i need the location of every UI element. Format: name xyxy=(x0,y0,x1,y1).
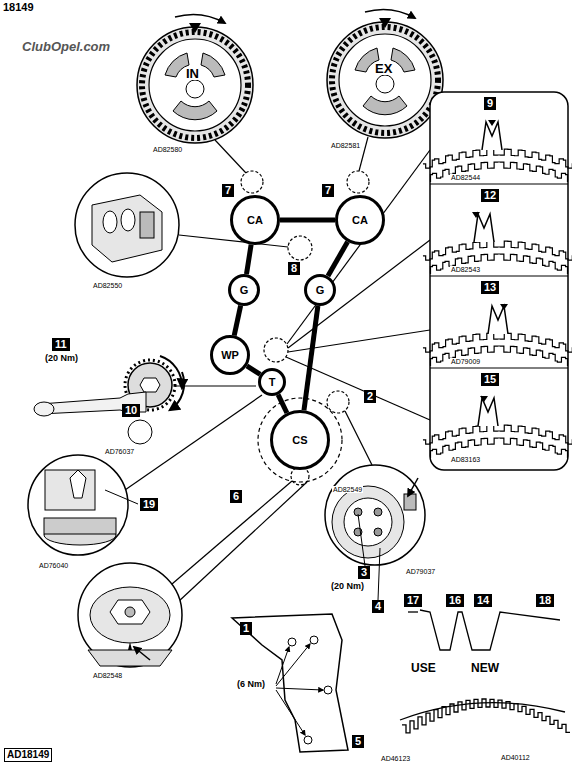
pointer-mark xyxy=(480,396,488,402)
figure-code: AD76040 xyxy=(38,562,69,569)
callout-number: 10 xyxy=(122,404,140,417)
callout-number: 7 xyxy=(222,184,234,197)
callout-number: 4 xyxy=(372,600,384,613)
tensioner-pointer xyxy=(482,122,502,150)
sprocket-marking: IN xyxy=(186,67,199,80)
callout-number: 3 xyxy=(358,566,370,579)
pulley-label: CA xyxy=(352,215,368,226)
callout-number: 16 xyxy=(446,594,464,607)
pulley-label: CS xyxy=(292,435,307,446)
tensioner-pointer xyxy=(478,398,498,426)
figure-code: AD82581 xyxy=(330,142,361,149)
pulley-label: WP xyxy=(221,350,239,361)
detail-panel xyxy=(430,92,568,470)
torque-value: (20 Nm) xyxy=(44,354,79,363)
figure-code: AD82543 xyxy=(450,266,481,273)
sprocket-teeth xyxy=(430,346,568,365)
tensioner-pointer-detail xyxy=(28,455,138,555)
pulley-label: T xyxy=(269,377,276,388)
pulley-circle: G xyxy=(304,274,336,306)
figure-code: AD82580 xyxy=(152,146,183,153)
figure-code: AD82549 xyxy=(332,486,363,493)
pulley-label: G xyxy=(240,285,249,296)
figure-code: AD82544 xyxy=(450,174,481,181)
pulley-label: G xyxy=(316,285,325,296)
figure-code: AD83163 xyxy=(450,456,481,463)
crank-pulley-detail xyxy=(325,465,425,600)
callout-number: 19 xyxy=(140,498,158,511)
timing-belt xyxy=(278,395,287,413)
pointer-mark xyxy=(472,212,480,218)
callout-number: 1 xyxy=(240,622,252,635)
belt-teeth xyxy=(423,149,572,168)
pointer-mark xyxy=(500,304,508,310)
callout-number: 17 xyxy=(404,594,422,607)
figure-code: AD82550 xyxy=(92,282,123,289)
figure-code: AD46123 xyxy=(380,755,411,762)
figure-number: 18149 xyxy=(3,2,34,13)
gauge-teeth xyxy=(402,699,570,733)
figure-code: AD79037 xyxy=(405,568,436,575)
callout-number: 18 xyxy=(536,594,554,607)
callout-number: 15 xyxy=(481,373,499,386)
tensioner-pointer xyxy=(488,306,508,334)
pulley-circle: T xyxy=(258,368,286,396)
gauge-marking: USE xyxy=(410,662,437,674)
watermark: ClubOpel.com xyxy=(22,40,110,53)
tensioner-wrench-detail xyxy=(34,356,184,444)
timing-belt xyxy=(247,366,260,375)
timing-belt xyxy=(328,242,348,276)
pulley-circle: CA xyxy=(335,195,385,245)
belt-teeth xyxy=(423,425,572,444)
callout-number: 13 xyxy=(481,281,499,294)
gauge-marking: NEW xyxy=(470,662,500,674)
pulley-label: CA xyxy=(247,215,263,226)
panel-dividers xyxy=(430,184,568,368)
figure-code: AD76037 xyxy=(104,448,135,455)
callout-number: 11 xyxy=(52,338,70,351)
pulley-circle: WP xyxy=(210,335,250,375)
figure-code: AD82548 xyxy=(92,672,123,679)
callout-number: 2 xyxy=(364,390,376,403)
belt-teeth xyxy=(423,333,572,352)
callout-number: 7 xyxy=(322,184,334,197)
tensioner-pointer-views xyxy=(423,120,572,457)
sprocket-teeth xyxy=(430,254,568,273)
timing-cover xyxy=(232,614,348,752)
callout-number: 14 xyxy=(474,594,492,607)
exhaust-sprocket xyxy=(327,10,443,138)
crankshaft-mark-detail xyxy=(78,563,182,667)
tensioner-pointer xyxy=(474,214,494,242)
sprocket-marking: EX xyxy=(375,62,392,75)
figure-code: AD40112 xyxy=(500,754,531,761)
figure-code: AD18149 xyxy=(4,748,52,762)
timing-belt xyxy=(280,218,335,223)
belt-wear-gauge xyxy=(400,610,570,733)
timing-belt xyxy=(246,245,251,274)
pulley-circle: G xyxy=(228,274,260,306)
sprocket-teeth xyxy=(430,162,568,181)
pulley-circle: CA xyxy=(230,195,280,245)
bracket-detail xyxy=(75,173,179,277)
pulley-circle: CS xyxy=(270,410,330,470)
belt-teeth xyxy=(423,241,572,260)
callout-number: 9 xyxy=(484,97,496,110)
pointer-mark xyxy=(488,120,496,126)
figure-code: AD79009 xyxy=(450,358,481,365)
timing-belt xyxy=(234,306,240,336)
intake-sprocket xyxy=(137,15,253,143)
callout-number: 12 xyxy=(481,189,499,202)
torque-value: (20 Nm) xyxy=(330,582,365,591)
callout-number: 8 xyxy=(288,262,300,275)
sprocket-teeth xyxy=(430,438,568,457)
callout-number: 6 xyxy=(230,490,242,503)
torque-value: (6 Nm) xyxy=(236,680,266,689)
timing-belt xyxy=(304,306,318,410)
callout-number: 5 xyxy=(352,735,364,748)
